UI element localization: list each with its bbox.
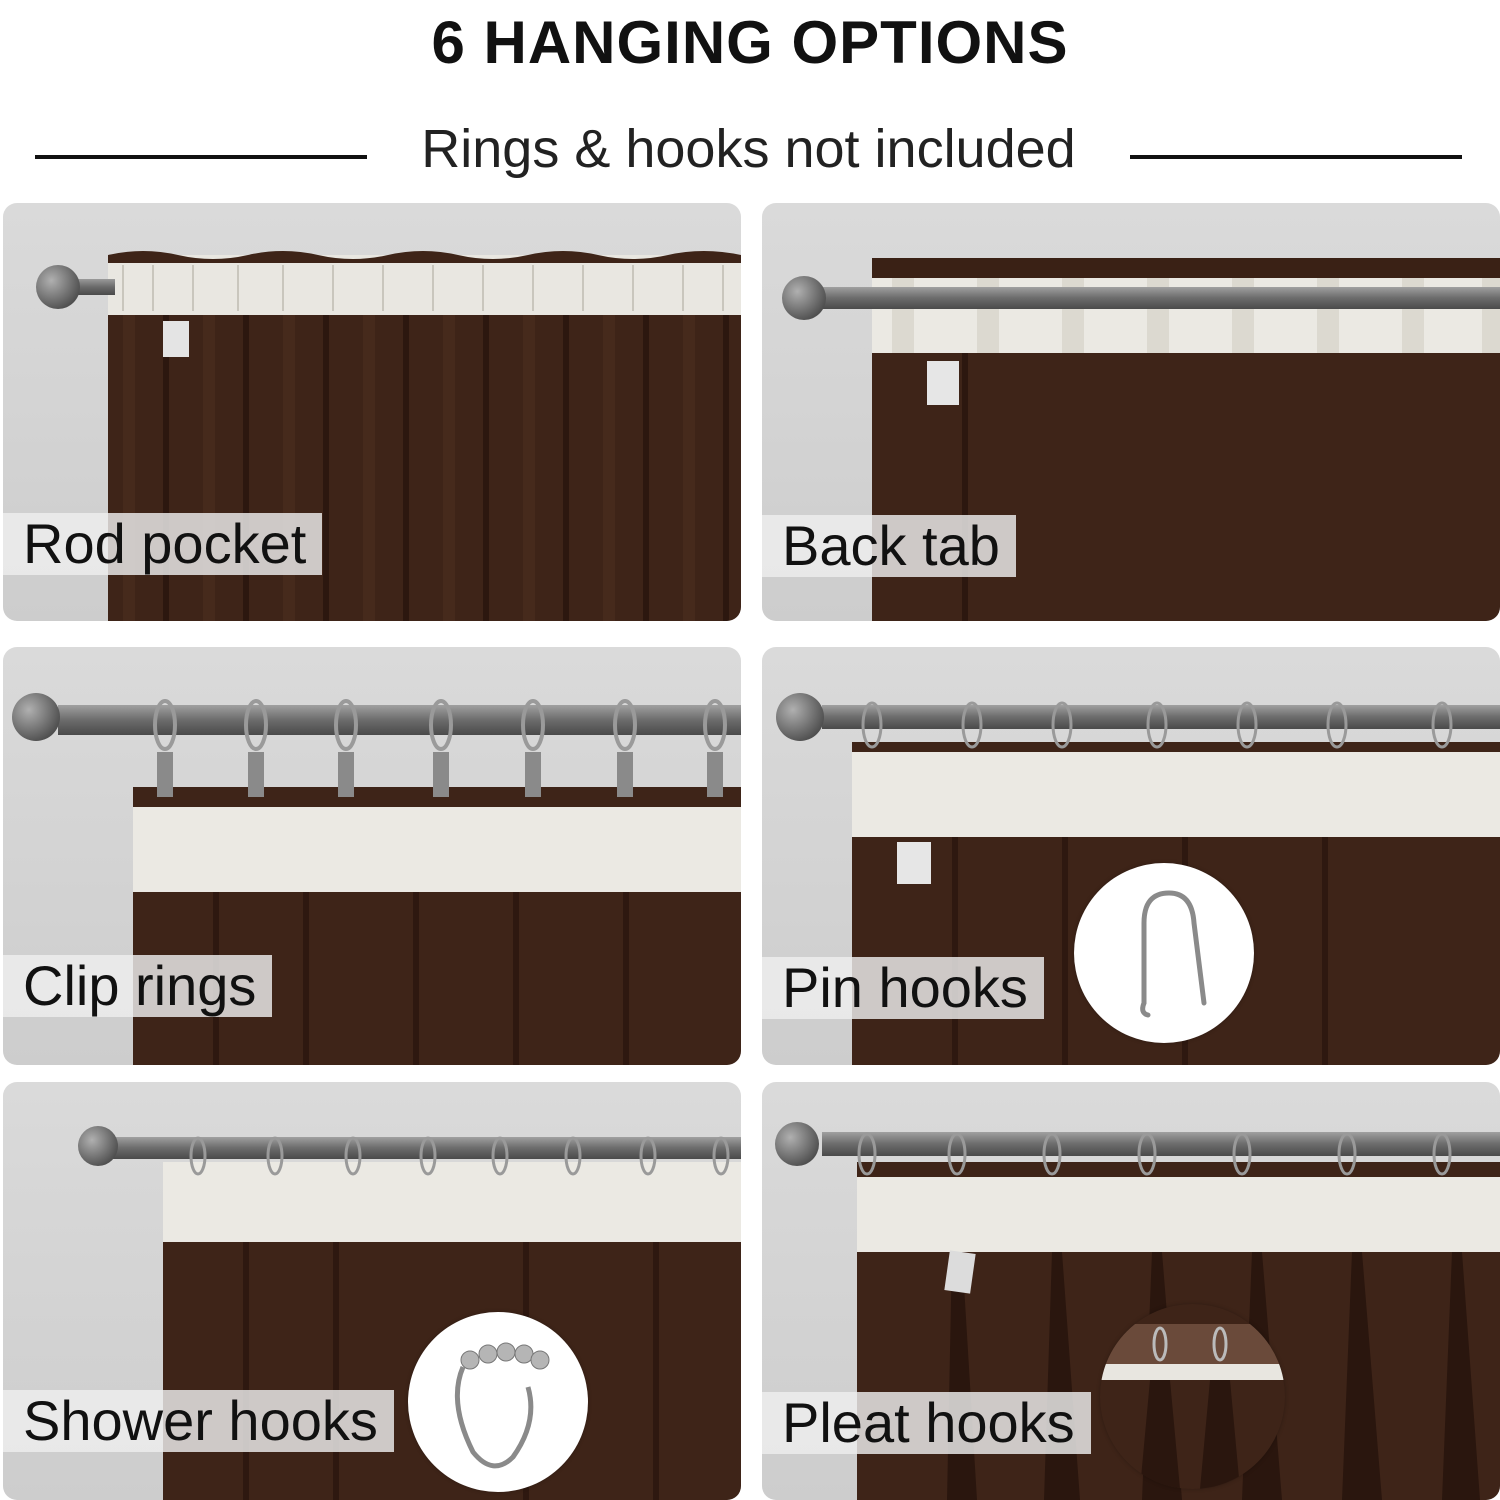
divider-left (35, 155, 367, 159)
subtitle: Rings & hooks not included (421, 119, 1076, 179)
panel-pleat-hooks: Pleat hooks (762, 1082, 1500, 1500)
panel-back-tab: Back tab (762, 203, 1500, 621)
pleat-hook-closeup (1100, 1304, 1285, 1489)
clip-rings-curtain-photo (12, 693, 741, 1065)
shower-hook-icon (408, 1312, 588, 1492)
panel-clip-rings: Clip rings (3, 647, 741, 1065)
panel-label: Shower hooks (3, 1390, 394, 1452)
panel-label: Back tab (762, 515, 1016, 577)
panel-label: Pleat hooks (762, 1392, 1091, 1454)
pin-hook-icon (1074, 863, 1254, 1043)
panel-pin-hooks: Pin hooks (762, 647, 1500, 1065)
panel-label: Clip rings (3, 955, 273, 1017)
panel-label: Pin hooks (762, 957, 1044, 1019)
panel-shower-hooks: Shower hooks (3, 1082, 741, 1500)
divider-right (1130, 155, 1462, 159)
panel-label: Rod pocket (3, 513, 323, 575)
panel-rod-pocket: Rod pocket (3, 203, 741, 621)
subtitle-row: Rings & hooks not included (0, 118, 1500, 188)
page-title: 6 HANGING OPTIONS (431, 9, 1069, 76)
